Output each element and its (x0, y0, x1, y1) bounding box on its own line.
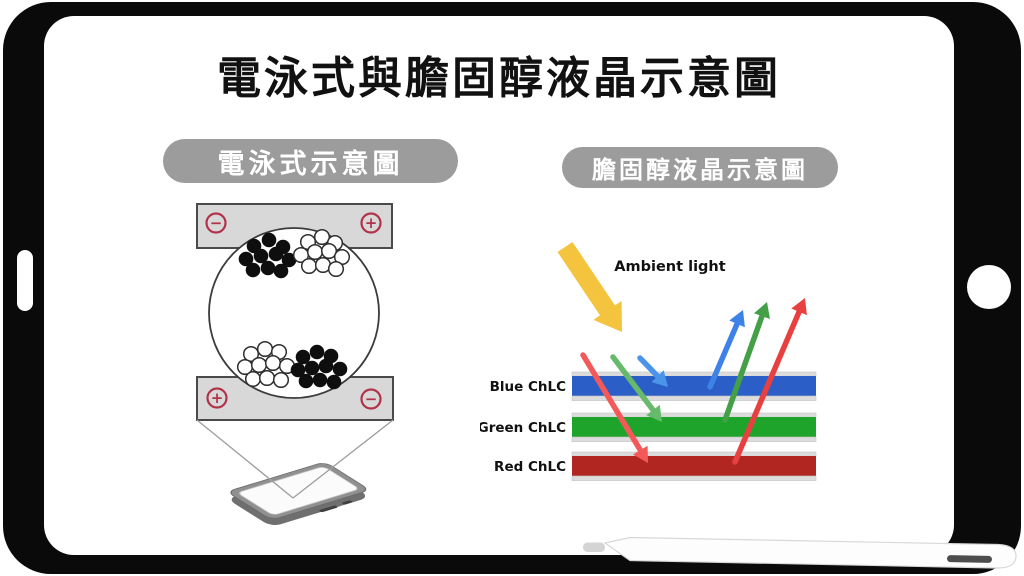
reflected-green-ray (722, 302, 770, 423)
electrophoretic-panel-label: 電泳式示意圖 (163, 139, 458, 183)
green-chlc-label: Green ChLC (480, 420, 566, 436)
cholesteric-diagram: Ambient light Blue ChLC Green ChLC Red C… (480, 242, 817, 481)
red-chlc-label: Red ChLC (494, 459, 566, 475)
electrophoretic-diagram: − + + − (196, 203, 394, 525)
projection-lines (196, 419, 394, 499)
terminal-plus-bottom-icon: + (206, 387, 228, 409)
svg-text:+: + (211, 389, 224, 407)
svg-text:−: − (365, 390, 378, 408)
black-particles-bottom (290, 344, 348, 390)
terminal-plus-top-icon: + (360, 212, 382, 234)
white-particles-bottom (236, 340, 296, 389)
ambient-light-arrow-icon (557, 242, 622, 332)
incident-green-ray (610, 354, 662, 422)
green-chlc-bar (572, 417, 816, 437)
cholesteric-panel-label: 膽固醇液晶示意圖 (562, 147, 838, 188)
reflected-blue-ray (707, 310, 745, 390)
smartphone (230, 463, 367, 525)
reflected-red-ray (732, 298, 807, 465)
ambient-light-label: Ambient light (614, 259, 725, 275)
layer-green-chlc: Green ChLC (480, 412, 817, 442)
black-particles-top (238, 232, 297, 279)
terminal-minus-top-icon: − (205, 212, 227, 234)
incident-blue-ray (637, 355, 668, 387)
blue-chlc-label: Blue ChLC (490, 379, 567, 395)
tablet-side-button (17, 250, 33, 311)
stylus-grip-stripe (947, 555, 992, 563)
svg-text:+: + (365, 214, 378, 232)
svg-text:−: − (210, 214, 223, 232)
stylus-body (603, 536, 1017, 569)
stylus-nib (583, 542, 605, 552)
stylus (583, 536, 1017, 569)
incident-red-ray (580, 352, 648, 463)
tablet-camera-dot (967, 265, 1011, 309)
page-title: 電泳式與膽固醇液晶示意圖 (217, 53, 781, 104)
red-chlc-bar (572, 456, 816, 476)
terminal-minus-bottom-icon: − (360, 388, 382, 410)
layer-red-chlc: Red ChLC (494, 451, 817, 481)
white-particles-top (292, 228, 351, 278)
